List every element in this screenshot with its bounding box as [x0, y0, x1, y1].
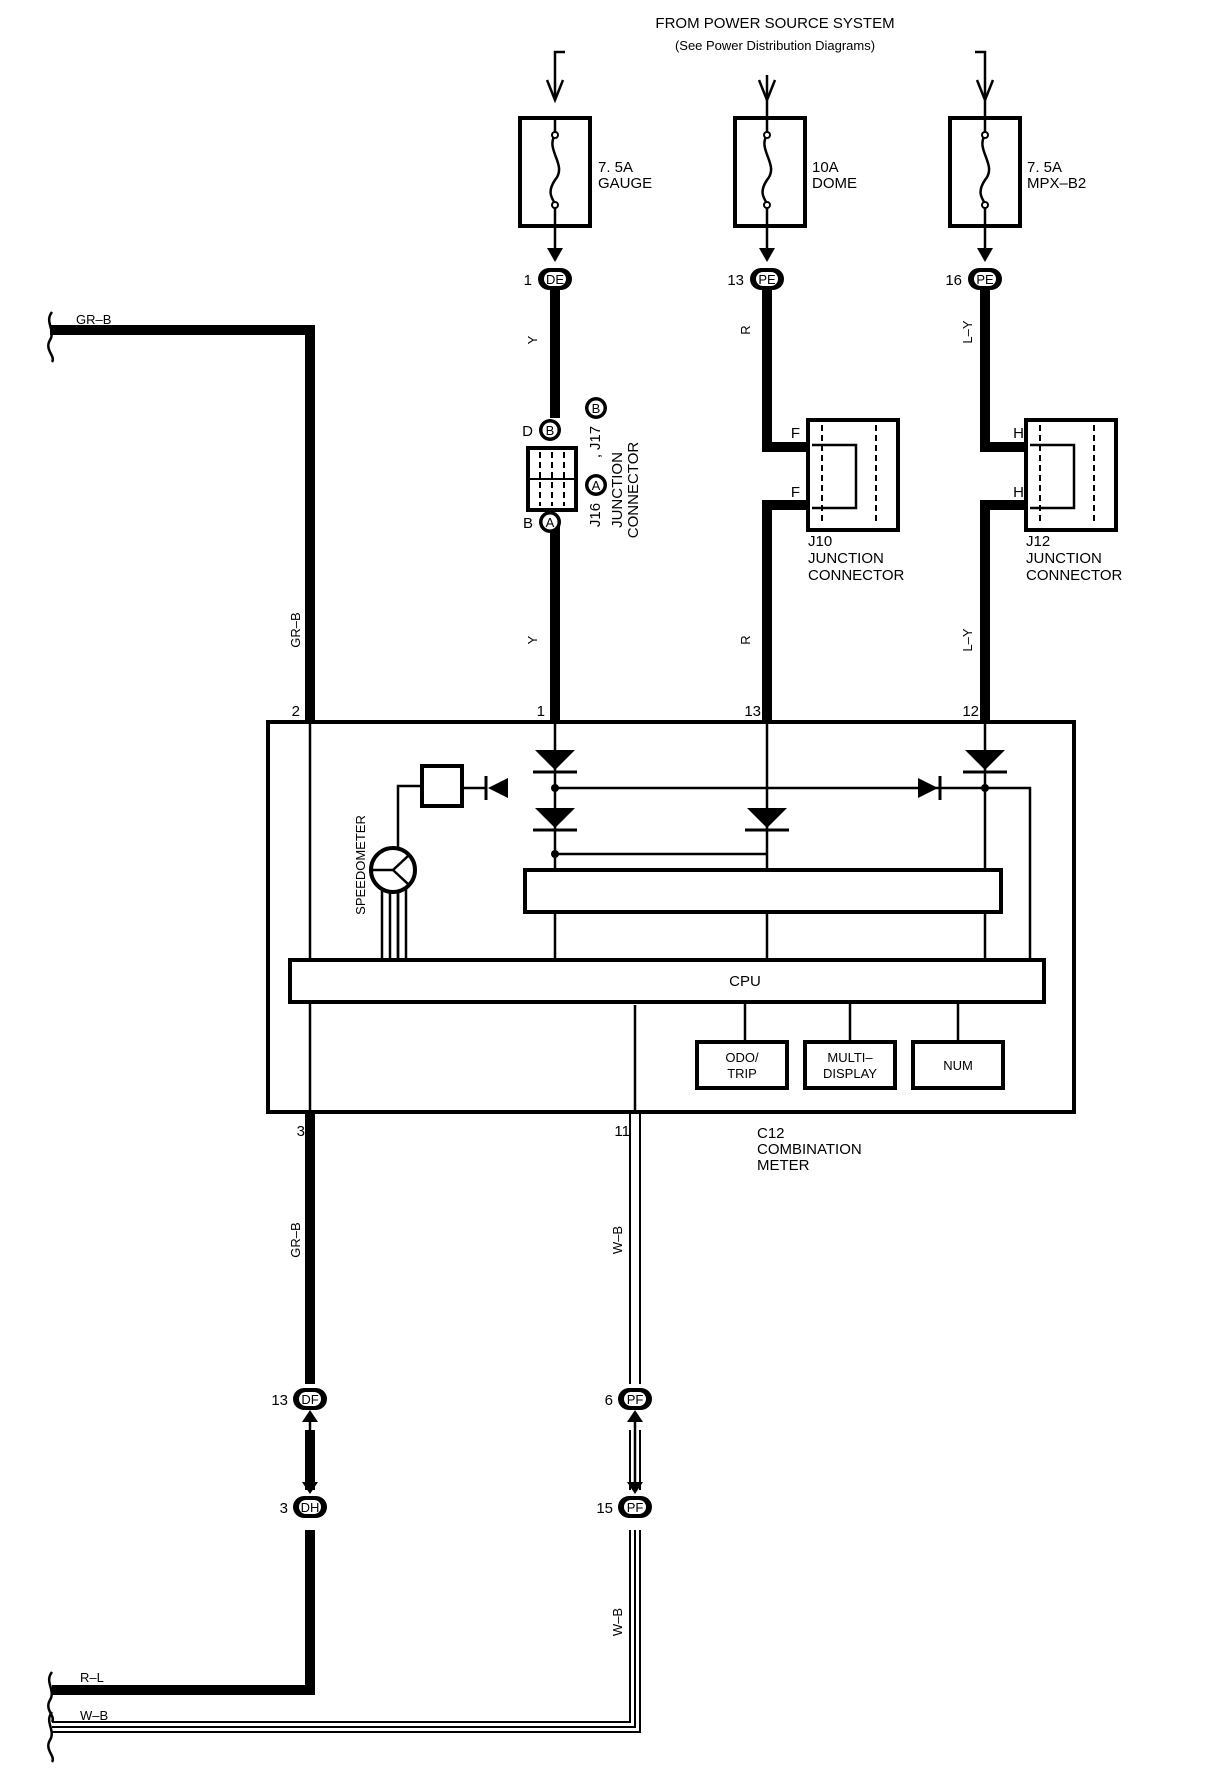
j-pin-d: D — [522, 423, 533, 440]
connector-de-pin: 1 — [524, 272, 532, 289]
wire-dome-label-bottom: R — [738, 635, 753, 644]
j16-pin-letter: A — [546, 515, 555, 530]
j10-title2: CONNECTOR — [808, 567, 905, 584]
connector-dh-3: DH 3 — [280, 1496, 327, 1518]
connector-de-code: DE — [546, 272, 564, 287]
j-comma: , — [587, 454, 604, 458]
connector-pf15-code: PF — [627, 1500, 644, 1515]
j17-ref-letter: B — [592, 401, 601, 416]
connector-pe16-code: PE — [976, 272, 994, 287]
j10-pin-bottom: F — [791, 484, 800, 501]
wire-wb-label: W–B — [80, 1708, 108, 1723]
odo-label-2: TRIP — [727, 1066, 757, 1081]
connector-pf6-pin: 6 — [605, 1392, 613, 1409]
multi-label-2: DISPLAY — [823, 1066, 877, 1081]
connector-pf6-code: PF — [627, 1392, 644, 1407]
meter-title-2: METER — [757, 1157, 810, 1174]
connector-pe13-code: PE — [758, 272, 776, 287]
fuse-dome: 10A DOME — [733, 100, 857, 228]
wire-ground-wb: W–B W–B W–B — [47, 1112, 641, 1763]
multi-label-1: MULTI– — [827, 1050, 873, 1065]
j16-ref-letter: A — [592, 478, 601, 493]
connector-df-pin: 13 — [271, 1392, 288, 1409]
wire-bottom-gr-b: GR–B R–L — [47, 1112, 315, 1723]
fuse-dome-rating: 10A — [812, 159, 839, 176]
connector-de: DE 1 — [524, 268, 572, 290]
junction-j16-j17: B D A B A B J16 , J17 JUNCTION CONNECTOR — [522, 397, 642, 538]
connector-pe13-pin: 13 — [727, 272, 744, 289]
wire-dome-label-top: R — [738, 325, 753, 334]
fuse-gauge-rating: 7. 5A — [598, 159, 633, 176]
meter-pin-2: 2 — [292, 703, 300, 720]
meter-pin-13: 13 — [744, 703, 761, 720]
wire-gauge-y: Y Y — [525, 290, 560, 722]
odo-label-1: ODO/ — [725, 1050, 759, 1065]
fuse-dome-name: DOME — [812, 175, 857, 192]
header-line1: FROM POWER SOURCE SYSTEM — [655, 15, 894, 32]
wire-ground-label-top: W–B — [610, 1226, 625, 1254]
j16-label: J16 — [587, 503, 604, 527]
connector-pf-6: PF 6 — [605, 1388, 652, 1410]
connector-pe-13: PE 13 — [727, 268, 784, 290]
j12-pin-bottom: H — [1013, 484, 1024, 501]
connector-dh-code: DH — [301, 1500, 320, 1515]
connector-dh-pin: 3 — [280, 1500, 288, 1517]
wire-mpx-ly: L–Y L–Y — [960, 290, 1030, 722]
wire-bottom-label: GR–B — [288, 1222, 303, 1257]
fuse-output-arrows — [547, 226, 993, 262]
fuse-mpx-b2: 7. 5A MPX–B2 — [948, 100, 1086, 228]
wire-ground-label-bottom: W–B — [610, 1608, 625, 1636]
meter-pin-3: 3 — [297, 1123, 305, 1140]
j16-title1: JUNCTION — [609, 452, 626, 528]
connector-df-code: DF — [301, 1392, 318, 1407]
num-label: NUM — [943, 1058, 973, 1073]
j-pin-b: B — [523, 515, 533, 532]
fuse-mpx-rating: 7. 5A — [1027, 159, 1062, 176]
wire-gauge-label-bottom: Y — [525, 635, 540, 644]
j10-pin-top: F — [791, 425, 800, 442]
wire-mpx-label-bottom: L–Y — [960, 628, 975, 651]
meter-title-1: COMBINATION — [757, 1141, 862, 1158]
wire-left-label-side: GR–B — [288, 612, 303, 647]
wire-mpx-label-top: L–Y — [960, 320, 975, 343]
j12-pin-top: H — [1013, 425, 1024, 442]
connector-pe16-pin: 16 — [945, 272, 962, 289]
j17-label: J17 — [587, 426, 604, 450]
fuse-gauge-name: GAUGE — [598, 175, 652, 192]
supply-arrows — [545, 50, 995, 104]
j12-id: J12 — [1026, 533, 1050, 550]
connector-df-13: DF 13 — [271, 1388, 327, 1410]
junction-j12: H H J12 JUNCTION CONNECTOR — [1013, 418, 1123, 584]
speedometer-label: SPEEDOMETER — [353, 815, 368, 915]
wire-left-label-top: GR–B — [76, 312, 111, 327]
connector-pf-15: PF 15 — [596, 1496, 652, 1518]
connector-pf15-pin: 15 — [596, 1500, 613, 1517]
wire-rl-label: R–L — [80, 1670, 104, 1685]
j17-pin-letter: B — [546, 423, 555, 438]
cpu-label: CPU — [729, 973, 761, 990]
j12-title1: JUNCTION — [1026, 550, 1102, 567]
j10-title1: JUNCTION — [808, 550, 884, 567]
wire-gauge-label-top: Y — [525, 335, 540, 344]
meter-pin-1: 1 — [537, 703, 545, 720]
fuse-gauge: 7. 5A GAUGE — [518, 116, 652, 228]
wire-left-gr-b: GR–B GR–B — [47, 311, 315, 722]
header-line2: (See Power Distribution Diagrams) — [675, 38, 875, 53]
wire-dome-r: R R — [738, 290, 812, 722]
fuse-mpx-name: MPX–B2 — [1027, 175, 1086, 192]
connector-pe-16: PE 16 — [945, 268, 1002, 290]
meter-pin-11: 11 — [614, 1123, 630, 1140]
j12-title2: CONNECTOR — [1026, 567, 1123, 584]
junction-j10: F F J10 JUNCTION CONNECTOR — [791, 418, 905, 584]
j16-title2: CONNECTOR — [625, 442, 642, 539]
j10-id: J10 — [808, 533, 832, 550]
combination-meter: 2 1 13 12 3 11 SPEEDOMETER — [266, 703, 1076, 1174]
meter-id: C12 — [757, 1125, 785, 1142]
meter-pin-12: 12 — [962, 703, 979, 720]
